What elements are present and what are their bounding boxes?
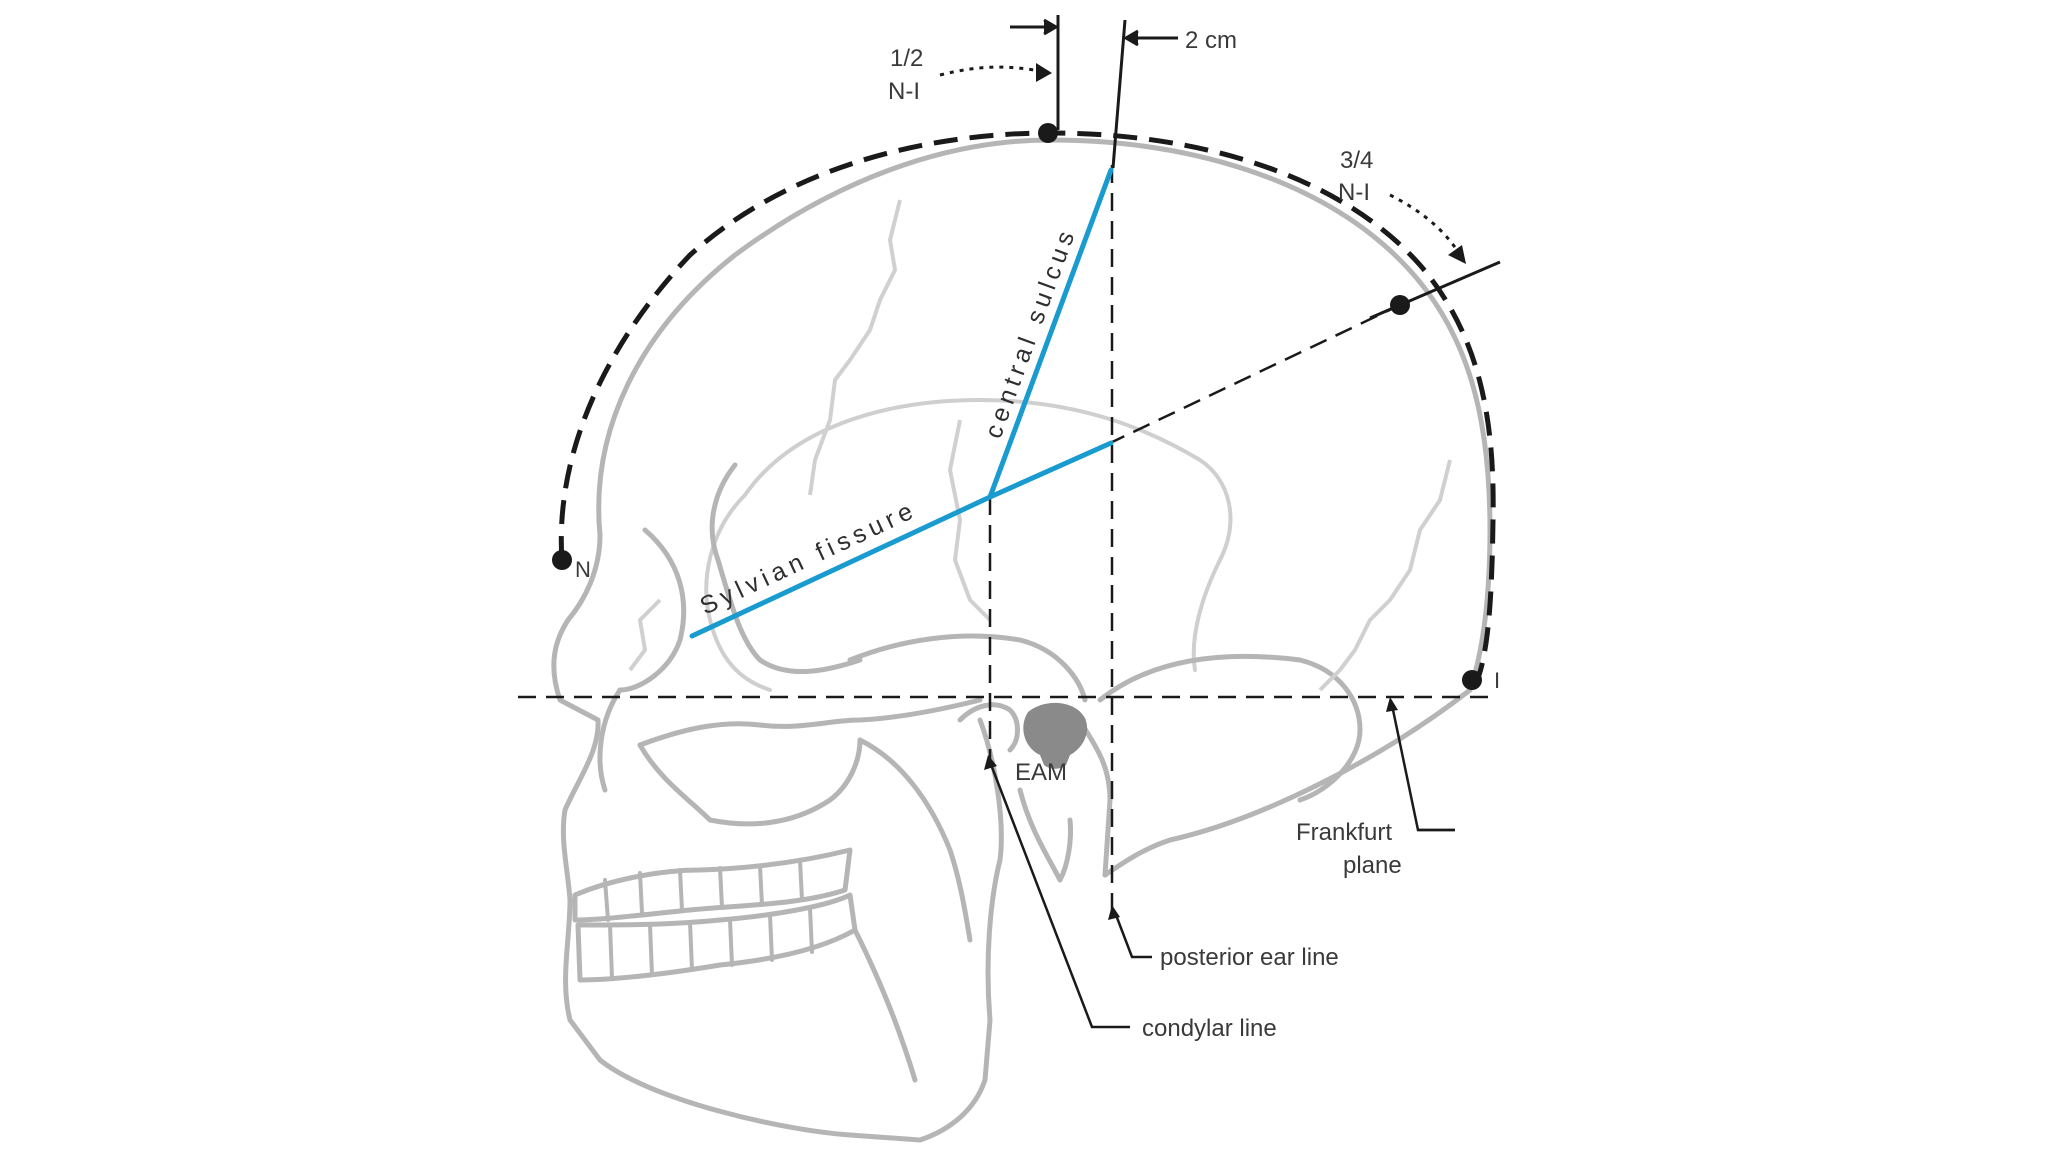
orbit-outline	[617, 527, 687, 693]
condylar-pointer	[988, 761, 1130, 1029]
mandibular-ramus	[852, 927, 918, 1083]
tooth-separators	[603, 858, 814, 980]
condylar-arrowhead	[984, 755, 997, 770]
coronoid-process	[857, 737, 973, 943]
mastoid-outline	[1077, 717, 1113, 878]
zygomatic-arch	[637, 697, 983, 748]
blue-lines	[689, 167, 1114, 639]
upper-teeth	[572, 847, 853, 923]
dotted-arrowheads	[1036, 63, 1466, 264]
inion-point	[1462, 670, 1482, 690]
nasal-aperture	[597, 687, 623, 793]
maxilla-outline	[637, 737, 863, 827]
mandibular-condyle	[957, 702, 1020, 753]
frontal-suture	[628, 598, 662, 672]
eam-label: EAM	[1015, 759, 1067, 786]
ear-canal	[1023, 702, 1088, 769]
dotted-arrows	[939, 65, 1462, 256]
condylar-line-label: condylar line	[1142, 1015, 1277, 1042]
two-cm-marker-line	[1111, 19, 1127, 169]
two-cm-arrowhead-right	[1123, 29, 1139, 47]
sylvian-fissure-line	[689, 494, 993, 639]
half-ni-arrowhead	[1036, 63, 1052, 82]
nasion-inion-arc	[558, 130, 1496, 679]
half-ni-label-top: 1/2	[890, 45, 923, 72]
central-sulcus-line	[987, 167, 1114, 500]
mandible-outline	[917, 717, 1004, 1143]
nasion-label: N	[575, 557, 591, 582]
two-cm-label: 2 cm	[1185, 27, 1237, 54]
pointer-arrowheads	[984, 697, 1398, 920]
three-quarter-dotted-arrow	[1389, 193, 1462, 256]
frankfurt-label-bottom: plane	[1343, 852, 1402, 879]
three-quarter-label-bottom: N-I	[1338, 179, 1370, 206]
half-ni-label-bottom: N-I	[888, 78, 920, 105]
occiput-outline	[1102, 687, 1473, 878]
lambdoid-suture	[1318, 459, 1452, 692]
temporal-line	[743, 398, 1233, 672]
vertex-half-point	[1038, 123, 1058, 143]
three-quarter-line	[1107, 303, 1401, 446]
skull-outline	[551, 137, 1493, 1143]
brain-frontal-contour	[704, 493, 772, 692]
three-quarter-label-top: 3/4	[1340, 147, 1373, 174]
three-quarter-marker-line	[1369, 260, 1501, 320]
face-profile	[551, 532, 923, 1143]
nasion-point	[552, 550, 572, 570]
posterior-ear-arrowhead	[1108, 905, 1120, 920]
posterior-ear-line-label: posterior ear line	[1160, 944, 1339, 971]
two-cm-arrowhead-left	[1043, 18, 1059, 36]
sylvian-fissure-extension	[987, 440, 1114, 500]
frankfurt-label-top: Frankfurt	[1296, 819, 1392, 846]
top-markers	[1010, 15, 1501, 320]
three-quarter-arrowhead	[1448, 245, 1466, 264]
frankfurt-arrowhead	[1386, 697, 1398, 712]
posterior-ear-pointer	[1114, 914, 1152, 959]
half-ni-dotted-arrow	[939, 65, 1046, 77]
pointer-lines	[988, 704, 1455, 1029]
ear-canal-shape	[1023, 702, 1088, 769]
squamous-suture	[948, 419, 992, 622]
mastoid-process	[1017, 787, 1073, 883]
temporal-fossa	[847, 633, 1088, 703]
reference-lines	[518, 165, 1492, 915]
cranial-sutures	[628, 199, 1452, 692]
coronal-suture	[808, 199, 902, 496]
petrous-ridge	[1097, 653, 1363, 803]
cranium-outline	[596, 137, 1493, 693]
inion-label: I	[1494, 668, 1500, 693]
